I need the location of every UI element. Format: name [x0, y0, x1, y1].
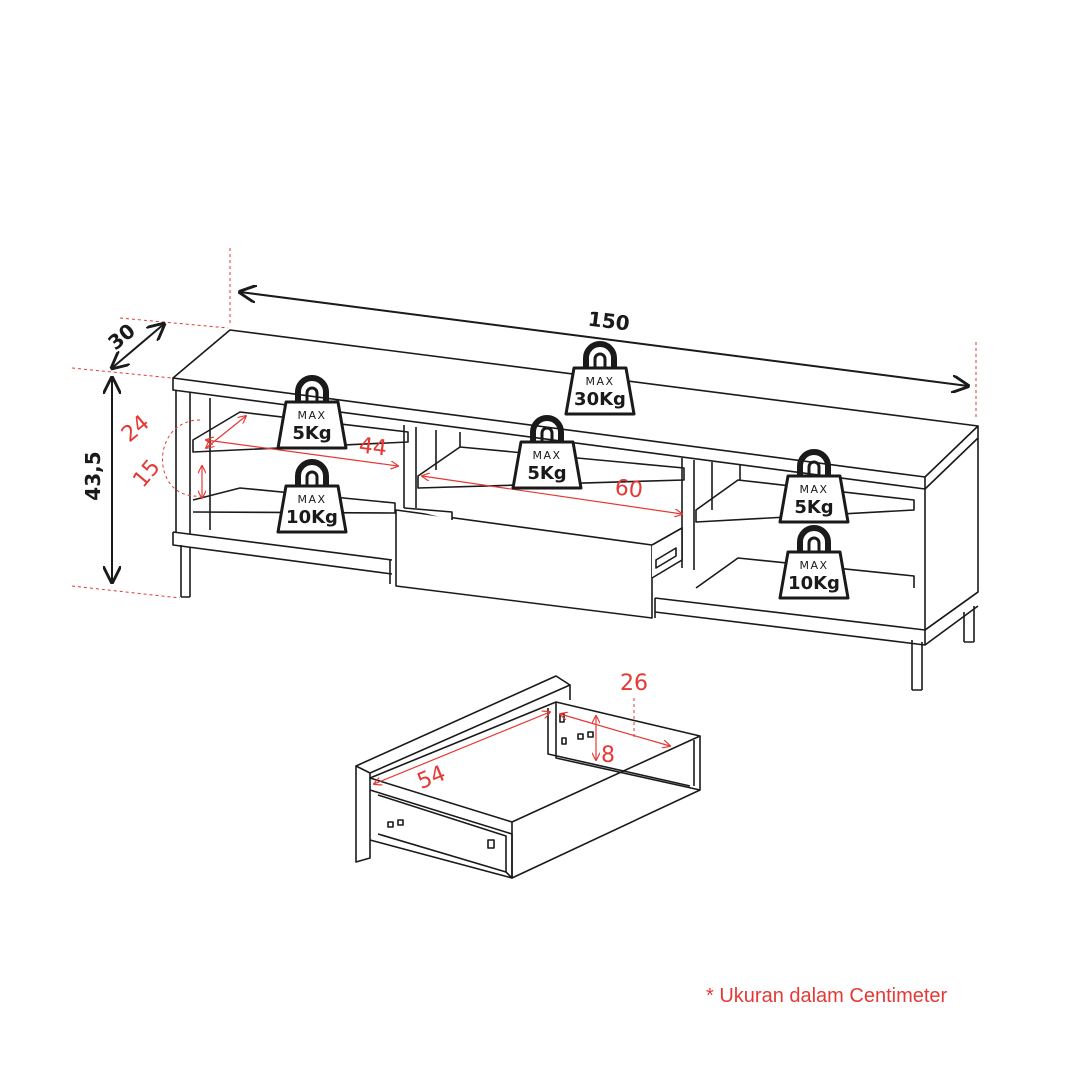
weight-value-label: 5Kg — [527, 463, 566, 484]
drawer-detail — [355, 675, 701, 879]
drawer-height-label: 8 — [601, 743, 615, 768]
drawer-length-label: 54 — [414, 761, 449, 795]
weight-max-label: MAX — [532, 449, 561, 462]
weight-max-label: MAX — [799, 483, 828, 496]
weight-max-label: MAX — [297, 493, 326, 506]
height-label: 43,5 — [81, 451, 105, 500]
shelf-height-label: 15 — [128, 455, 165, 493]
width-dimension-line — [240, 292, 968, 386]
overall-dimensions — [112, 292, 968, 582]
weight-value-label: 10Kg — [286, 507, 338, 528]
width-label: 150 — [587, 307, 631, 336]
unit-note: * Ukuran dalam Centimeter — [706, 985, 948, 1007]
weight-value-label: 5Kg — [292, 423, 331, 444]
depth-dimension-line — [112, 324, 164, 368]
drawer-depth-dimension-line — [560, 714, 670, 746]
shelf-depth-label: 24 — [117, 410, 155, 447]
shelf-width-dimension-line — [206, 440, 398, 466]
weight-max-label: MAX — [799, 559, 828, 572]
shelf-width-label: 44 — [357, 433, 388, 461]
drawer-depth-label: 26 — [620, 671, 648, 696]
weight-max-label: MAX — [297, 409, 326, 422]
weight-value-label: 30Kg — [574, 389, 626, 410]
weight-value-label: 5Kg — [794, 497, 833, 518]
red-dimensions — [202, 416, 682, 784]
center-width-dimension-line — [422, 476, 682, 514]
center-width-label: 60 — [613, 475, 644, 503]
cabinet-drawer-front — [395, 507, 683, 619]
weight-max-label: MAX — [585, 375, 614, 388]
drawer-length-dimension-line — [374, 712, 550, 784]
weight-value-label: 10Kg — [788, 573, 840, 594]
